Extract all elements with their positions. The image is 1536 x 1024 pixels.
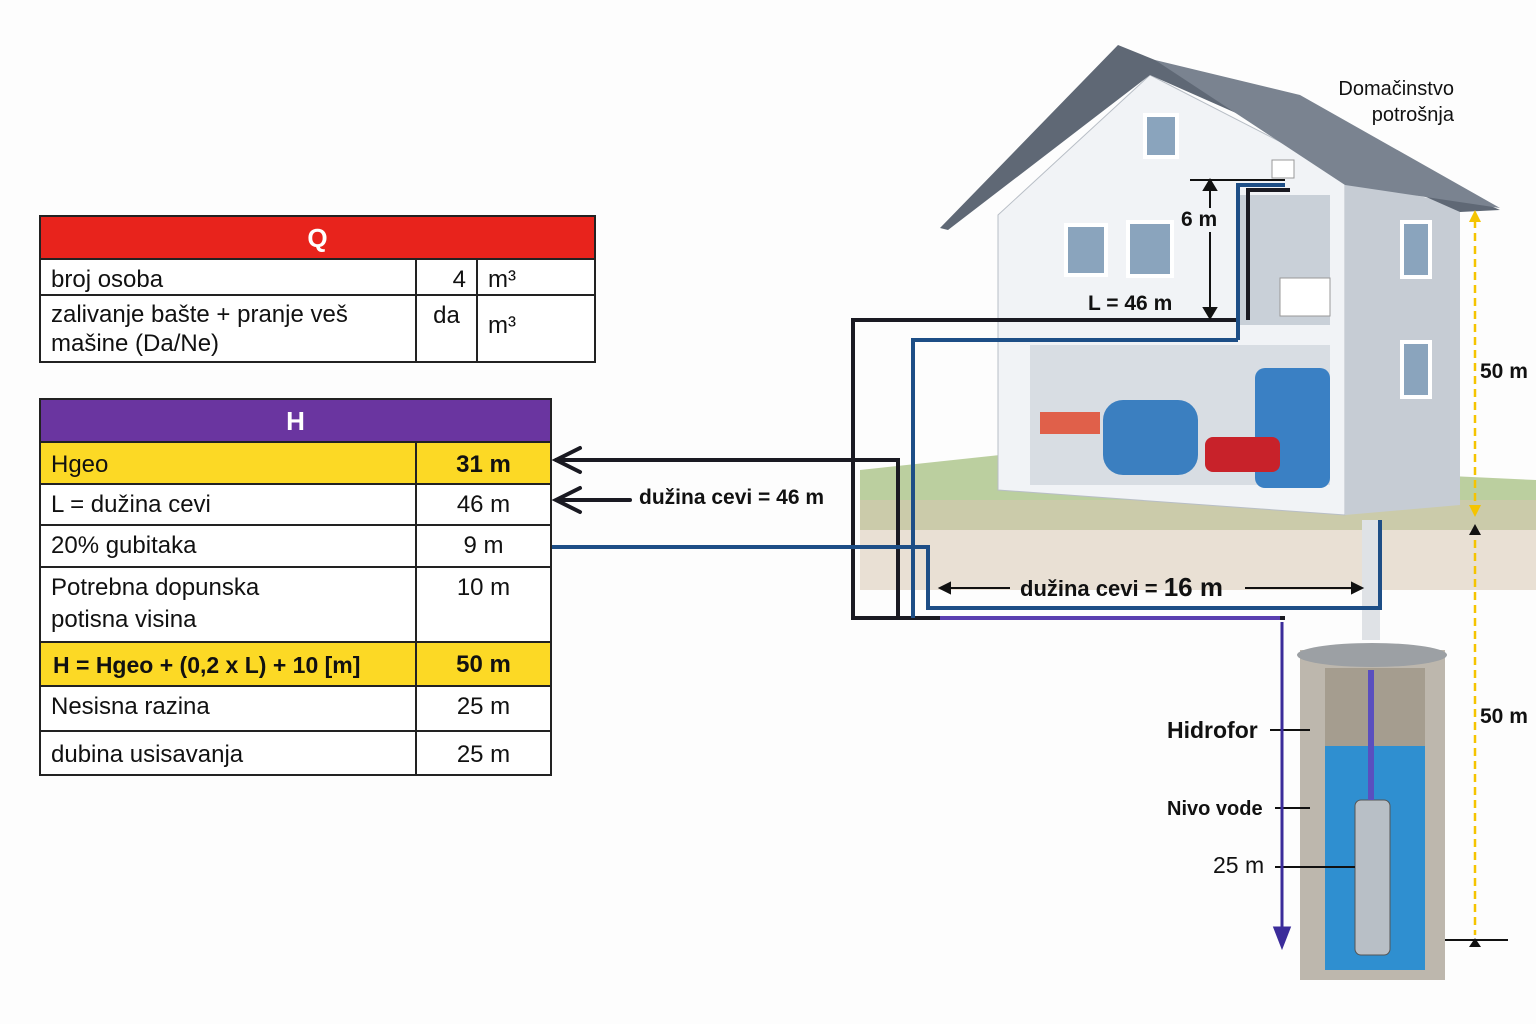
- q-table-header: Q: [41, 217, 594, 259]
- row-value: 10 m: [415, 568, 550, 642]
- row-label: 20% gubitaka: [51, 532, 197, 559]
- row-value: 46 m: [415, 485, 550, 525]
- row-label: Potrebna dopunska potisna visina: [51, 574, 260, 633]
- row-label: Nesisna razina: [51, 693, 210, 720]
- loss-pipe: [551, 520, 1382, 610]
- height-top-label: 50 m: [1480, 360, 1528, 383]
- row-value: 25 m: [415, 687, 550, 731]
- table-row: Potrebna dopunska potisna visina 10 m: [41, 566, 550, 642]
- h-table: H Hgeo 31 m L = dužina cevi 46 m 20% gub…: [39, 398, 552, 776]
- blue-pipe-up: [1236, 183, 1285, 340]
- h-table-header: H: [41, 400, 550, 442]
- roof: [940, 45, 1500, 230]
- six-m-label: 6 m: [1181, 208, 1218, 232]
- roof-side: [1155, 60, 1500, 208]
- hgeo-pipe: [555, 458, 900, 618]
- table-row: L = dužina cevi 46 m: [41, 483, 550, 525]
- q-table: Q broj osoba 4 m³ zalivanje bašte + pran…: [39, 215, 596, 363]
- depth-arrow: [1272, 622, 1292, 951]
- pipe-length-46-label: dužina cevi = 46 m: [639, 486, 825, 509]
- pipe-length-16-label: dužina cevi = 16 m: [1020, 572, 1223, 603]
- well-riser-pipe: [1368, 670, 1374, 800]
- row-label: L = dužina cevi: [51, 491, 211, 518]
- windows: [1064, 113, 1432, 399]
- hidrofor-label: Hidrofor: [1167, 717, 1258, 743]
- l46-label: L = 46 m: [1088, 292, 1173, 315]
- row-value: 25 m: [415, 732, 550, 774]
- row-value: 50 m: [415, 643, 550, 686]
- pressure-tank: [1103, 400, 1198, 475]
- row-unit: m³: [476, 260, 594, 295]
- row-value: 4: [415, 260, 476, 295]
- pipe-length-16-prefix: dužina cevi =: [1020, 576, 1158, 601]
- row-unit: m³: [476, 296, 594, 361]
- table-row: Nesisna razina 25 m: [41, 685, 550, 731]
- row-label: Hgeo: [51, 451, 109, 478]
- well-riser-top: [1362, 520, 1380, 640]
- surface-pump: [1205, 437, 1280, 472]
- well-cap: [1297, 643, 1447, 667]
- table: [1040, 412, 1100, 434]
- table-row: 20% gubitaka 9 m: [41, 524, 550, 567]
- row-value: da: [415, 296, 476, 361]
- blue-pipe: [911, 338, 1238, 618]
- sink: [1279, 277, 1331, 317]
- row-value: 9 m: [415, 526, 550, 567]
- table-row: zalivanje bašte + pranje veš mašine (Da/…: [41, 294, 594, 361]
- table-row-hgeo: Hgeo 31 m: [41, 441, 550, 484]
- table-row: broj osoba 4 m³: [41, 258, 594, 295]
- hgeo-arrow-icon: [551, 446, 582, 474]
- row-label: dubina usisavanja: [51, 741, 244, 768]
- row-label: zalivanje bašte + pranje veš mašine (Da/…: [51, 301, 348, 357]
- height-bottom-label: 50 m: [1480, 705, 1528, 728]
- faucet: [1271, 159, 1295, 179]
- row-label: H = Hgeo + (0,2 x L) + 10 [m]: [53, 652, 361, 678]
- row-value: 31 m: [415, 443, 550, 484]
- pipe-length-16-value: 16 m: [1163, 572, 1223, 602]
- table-row: dubina usisavanja 25 m: [41, 730, 550, 774]
- soil: [860, 500, 1536, 590]
- row-label: broj osoba: [51, 266, 164, 293]
- well-inner-dry: [1325, 668, 1425, 746]
- submersible-pump: [1354, 799, 1391, 956]
- table-row-formula: H = Hgeo + (0,2 x L) + 10 [m] 50 m: [41, 641, 550, 686]
- black-pipe-up: [1246, 188, 1290, 320]
- household-label: Domačinstvo potrošnja: [1338, 78, 1454, 126]
- water-level-label: Nivo vode: [1167, 798, 1263, 820]
- depth-label: 25 m: [1213, 852, 1265, 878]
